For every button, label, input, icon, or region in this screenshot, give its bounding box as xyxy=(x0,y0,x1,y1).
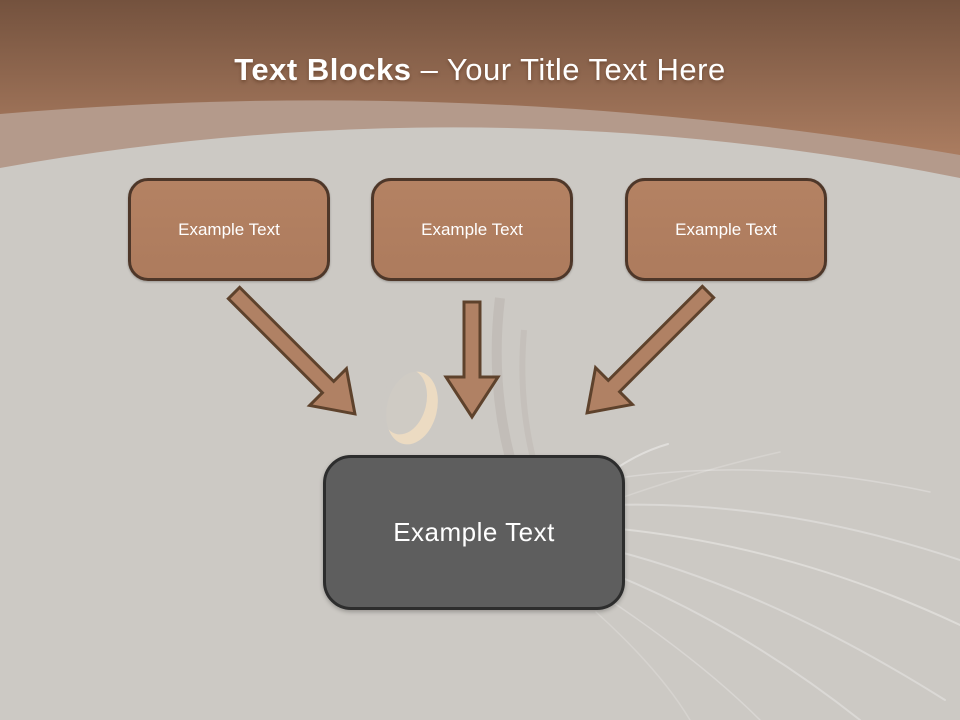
slide-title[interactable]: Text Blocks – Your Title Text Here xyxy=(0,52,960,88)
source-text-block-1[interactable]: Example Text xyxy=(128,178,330,281)
arrow-down-right-icon[interactable] xyxy=(216,275,374,433)
source-text-block-3-label: Example Text xyxy=(675,219,777,239)
slide-title-rest: – Your Title Text Here xyxy=(411,52,726,87)
target-text-block-label: Example Text xyxy=(393,517,555,547)
source-text-block-1-label: Example Text xyxy=(178,219,280,239)
cat-fur-shadow xyxy=(519,329,537,463)
background-photo-hint xyxy=(381,297,960,720)
arrow-down-icon[interactable] xyxy=(443,300,501,420)
cat-eye-highlight xyxy=(381,369,438,445)
source-text-block-3[interactable]: Example Text xyxy=(625,178,827,281)
slide-title-bold: Text Blocks xyxy=(234,52,412,87)
target-text-block[interactable]: Example Text xyxy=(323,455,625,610)
cat-whiskers xyxy=(595,443,960,720)
source-text-block-2[interactable]: Example Text xyxy=(371,178,573,281)
arrow-down-left-icon[interactable] xyxy=(569,274,727,432)
source-text-block-2-label: Example Text xyxy=(421,219,523,239)
